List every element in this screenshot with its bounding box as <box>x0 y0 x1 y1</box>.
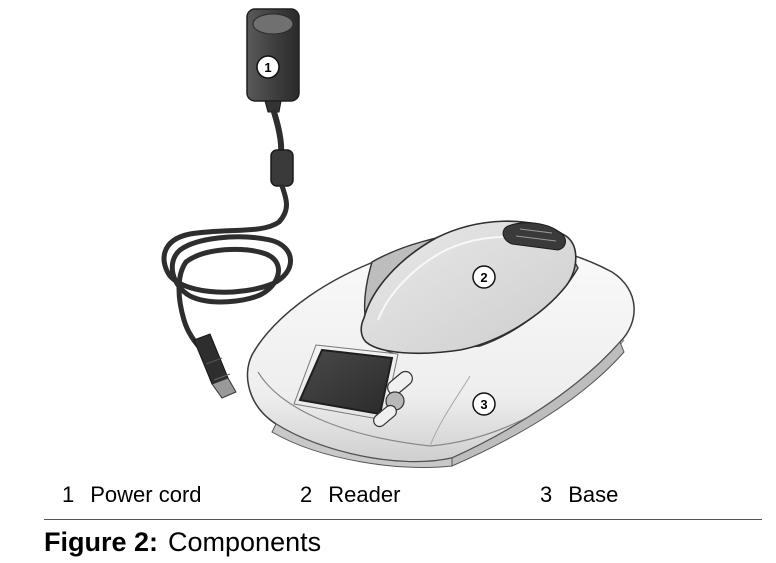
figure-title: Components <box>168 527 322 557</box>
legend-text: Power cord <box>90 482 202 507</box>
callout-2-number: 2 <box>480 270 487 285</box>
legend-item-reader: 2 Reader <box>300 482 400 508</box>
reader-sensor-tip <box>502 222 566 251</box>
callout-2: 2 <box>472 265 496 289</box>
dc-plug <box>193 333 237 399</box>
callout-3-number: 3 <box>480 397 487 412</box>
components-illustration: 1 3 2 <box>161 8 635 468</box>
callout-1: 1 <box>256 55 280 79</box>
figure-label: Figure 2: <box>44 527 159 557</box>
figure-caption: Figure 2: Components <box>44 527 321 558</box>
legend-text: Base <box>568 482 619 507</box>
power-cord: 1 <box>161 8 300 399</box>
legend-text: Reader <box>328 482 401 507</box>
callout-1-number: 1 <box>264 60 271 75</box>
callout-3: 3 <box>472 392 496 416</box>
ferrite-bead <box>270 149 294 187</box>
legend-number: 1 <box>62 482 75 507</box>
legend-number: 2 <box>300 482 313 507</box>
legend-number: 3 <box>540 482 553 507</box>
power-adapter <box>246 8 300 113</box>
cord-upper <box>271 109 285 155</box>
reader: 2 <box>360 220 579 355</box>
component-legend: 1 Power cord 2 Reader 3 Base <box>0 482 776 514</box>
legend-item-power-cord: 1 Power cord <box>62 482 202 508</box>
caption-divider <box>44 519 762 520</box>
legend-item-base: 3 Base <box>540 482 618 508</box>
navigation-buttons <box>373 370 413 428</box>
